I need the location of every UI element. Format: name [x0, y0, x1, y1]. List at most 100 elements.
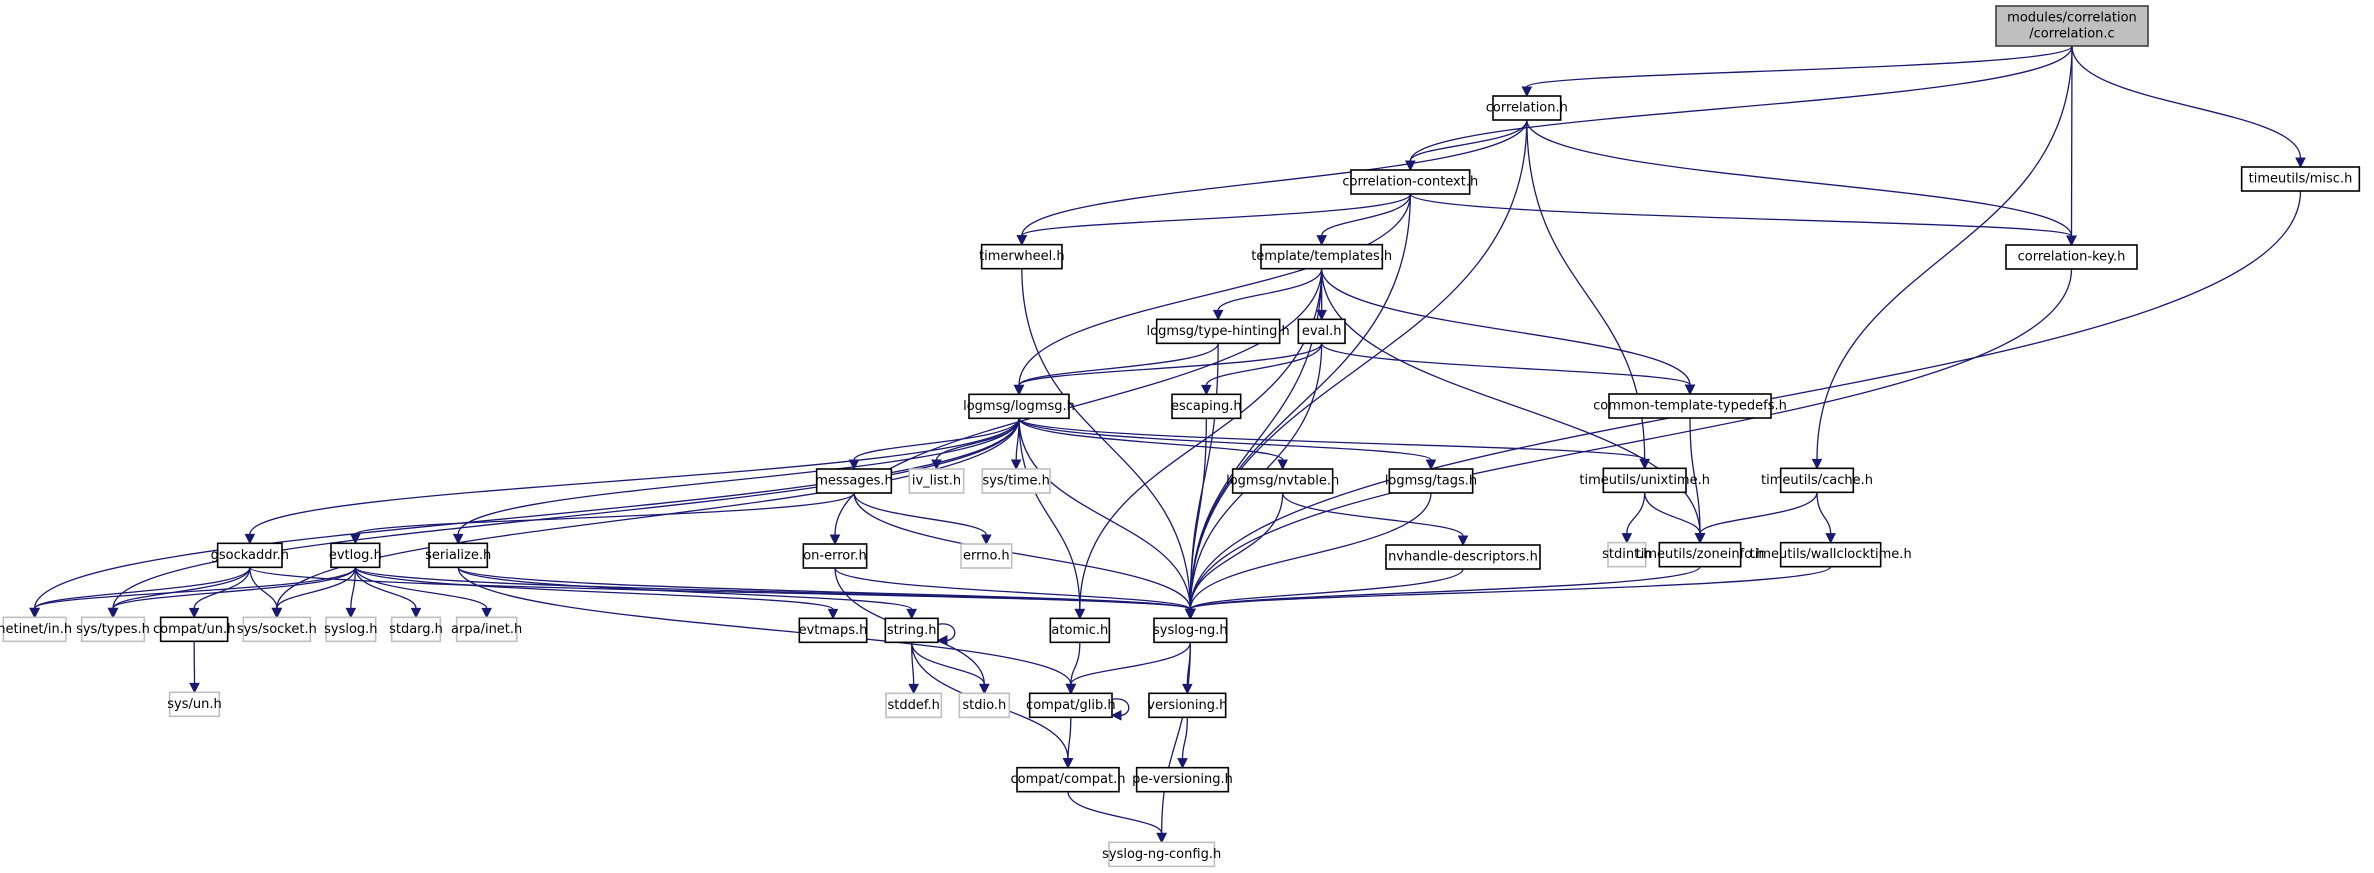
node-zoneinfo[interactable]: timeutils/zoneinfo.h [1636, 541, 1765, 568]
node-serialize[interactable]: serialize.h [425, 542, 491, 569]
arrowhead [1694, 533, 1706, 544]
node-atomic[interactable]: atomic.h [1049, 617, 1111, 644]
node-timeutils-misc[interactable]: timeutils/misc.h [2240, 166, 2361, 192]
edge-logmsg-to-nvtable [1018, 418, 1288, 471]
node-eval[interactable]: eval.h [1297, 318, 1346, 345]
node-label: syslog.h [324, 622, 377, 637]
node-timerwheel[interactable]: timerwheel.h [979, 243, 1065, 270]
edge-logmsg-to-atomic [1018, 418, 1086, 620]
node-label: timeutils/cache.h [1761, 473, 1873, 488]
edge-eval-to-common-typedefs [1321, 343, 1696, 396]
node-label: timeutils/zoneinfo.h [1636, 547, 1765, 562]
node-box [1155, 318, 1281, 345]
node-logmsg[interactable]: logmsg/logmsg.h [963, 393, 1075, 420]
node-iv-list: iv_list.h [908, 468, 965, 494]
node-label: serialize.h [425, 548, 491, 563]
node-label: sys/types.h [76, 622, 150, 637]
node-syslog-ng[interactable]: syslog-ng.h [1153, 617, 1228, 644]
arrowhead [1621, 533, 1633, 544]
arrowhead [1639, 458, 1650, 470]
node-templates[interactable]: template/templates.h [1251, 243, 1392, 270]
node-on-error[interactable]: on-error.h [802, 543, 868, 569]
arrowhead [1013, 384, 1025, 396]
edge-evtlog-to-sys-types [107, 567, 356, 619]
edge-line [354, 566, 834, 610]
node-compat-compat[interactable]: compat/compat.h [1011, 766, 1126, 793]
edge-line [354, 567, 417, 609]
arrowhead [452, 533, 464, 545]
edge-line [1205, 343, 1323, 386]
edge-logmsg-to-tags [1018, 418, 1437, 471]
node-common-typedefs[interactable]: common-template-typedefs.h [1593, 393, 1787, 419]
node-cache[interactable]: timeutils/cache.h [1761, 467, 1873, 494]
arrowhead [979, 683, 990, 695]
node-pe-versioning[interactable]: pe-versioning.h [1132, 766, 1233, 793]
node-compat-un[interactable]: compat/un.h [153, 616, 235, 643]
arrowhead [1405, 160, 1416, 172]
edge-line [354, 492, 855, 535]
node-label: stdio.h [962, 698, 1006, 713]
edge-line [457, 566, 1191, 610]
node-correlation-h[interactable]: correlation.h [1486, 95, 1568, 121]
arrowhead [1457, 535, 1469, 547]
node-escaping[interactable]: escaping.h [1171, 393, 1242, 420]
node-glib[interactable]: compat/glib.h [1026, 692, 1116, 719]
node-stdint: stdint.h [1602, 541, 1652, 568]
node-versioning[interactable]: versioning.h [1147, 692, 1227, 719]
node-box [1995, 5, 2149, 47]
node-messages[interactable]: messages.h [815, 468, 893, 494]
edge-line [853, 492, 1191, 610]
node-type-hinting[interactable]: logmsg/type-hinting.h [1147, 318, 1290, 345]
node-box [330, 542, 381, 569]
arrowhead [189, 682, 200, 694]
node-box [159, 616, 229, 643]
edge-correlation-context-to-timerwheel [1016, 193, 1411, 246]
node-label: logmsg/tags.h [1385, 474, 1477, 489]
node-gsockaddr[interactable]: gsockaddr.h [211, 542, 289, 569]
edge-line [276, 567, 356, 609]
node-label: atomic.h [1051, 623, 1108, 638]
edge-logmsg-to-serialize [452, 418, 1020, 545]
node-label: compat/glib.h [1026, 698, 1116, 713]
node-netinet-in: netinet/in.h [0, 616, 72, 643]
node-nvtable[interactable]: logmsg/nvtable.h [1226, 468, 1339, 494]
node-unixtime[interactable]: timeutils/unixtime.h [1579, 467, 1710, 494]
edge-syslog-ng-to-glib [1065, 642, 1191, 695]
node-tags[interactable]: logmsg/tags.h [1385, 468, 1477, 494]
node-box [802, 543, 868, 569]
edge-root-to-timeutils-misc [2071, 45, 2306, 169]
edge-compat-compat-to-syslog-ng-config [1067, 791, 1167, 844]
edge-line [1321, 268, 1691, 386]
arrowhead [1316, 309, 1327, 321]
edge-type-hinting-to-logmsg [1013, 343, 1219, 396]
node-box [1602, 467, 1687, 494]
arrowhead [1010, 459, 1022, 471]
edge-line [354, 567, 488, 609]
node-evtmaps[interactable]: evtmaps.h [798, 617, 868, 644]
edge-correlation-h-to-correlation-key [1526, 119, 2077, 247]
node-label: correlation-context.h [1342, 175, 1478, 190]
arrowhead [1074, 608, 1086, 620]
edge-correlation-context-to-templates [1316, 193, 1411, 246]
edge-root-to-correlation-h [1521, 45, 2073, 98]
node-string-h[interactable]: string.h [884, 617, 939, 644]
node-label: correlation.h [1486, 101, 1568, 116]
arrowhead [1065, 683, 1077, 695]
node-box [981, 468, 1051, 494]
node-nvhandle[interactable]: nvhandle-descriptors.h [1385, 544, 1541, 570]
node-box [1608, 393, 1772, 419]
node-label: stdarg.h [389, 622, 443, 637]
arrowhead [2066, 235, 2077, 247]
node-correlation-context[interactable]: correlation-context.h [1342, 169, 1478, 195]
arrowhead [2295, 157, 2306, 169]
node-correlation-key[interactable]: correlation-key.h [2005, 244, 2138, 270]
node-label: escaping.h [1171, 399, 1242, 414]
edge-evtlog-to-sys-socket [271, 567, 356, 619]
node-evtlog[interactable]: evtlog.h [329, 542, 382, 569]
edge-line [1816, 45, 2073, 460]
node-label: timerwheel.h [979, 249, 1065, 264]
edge-serialize-to-string-h [457, 566, 917, 620]
node-wallclock[interactable]: timeutils/wallclocktime.h [1750, 541, 1912, 568]
node-label: evtmaps.h [799, 623, 868, 638]
edge-glib-to-glib [1110, 698, 1130, 721]
